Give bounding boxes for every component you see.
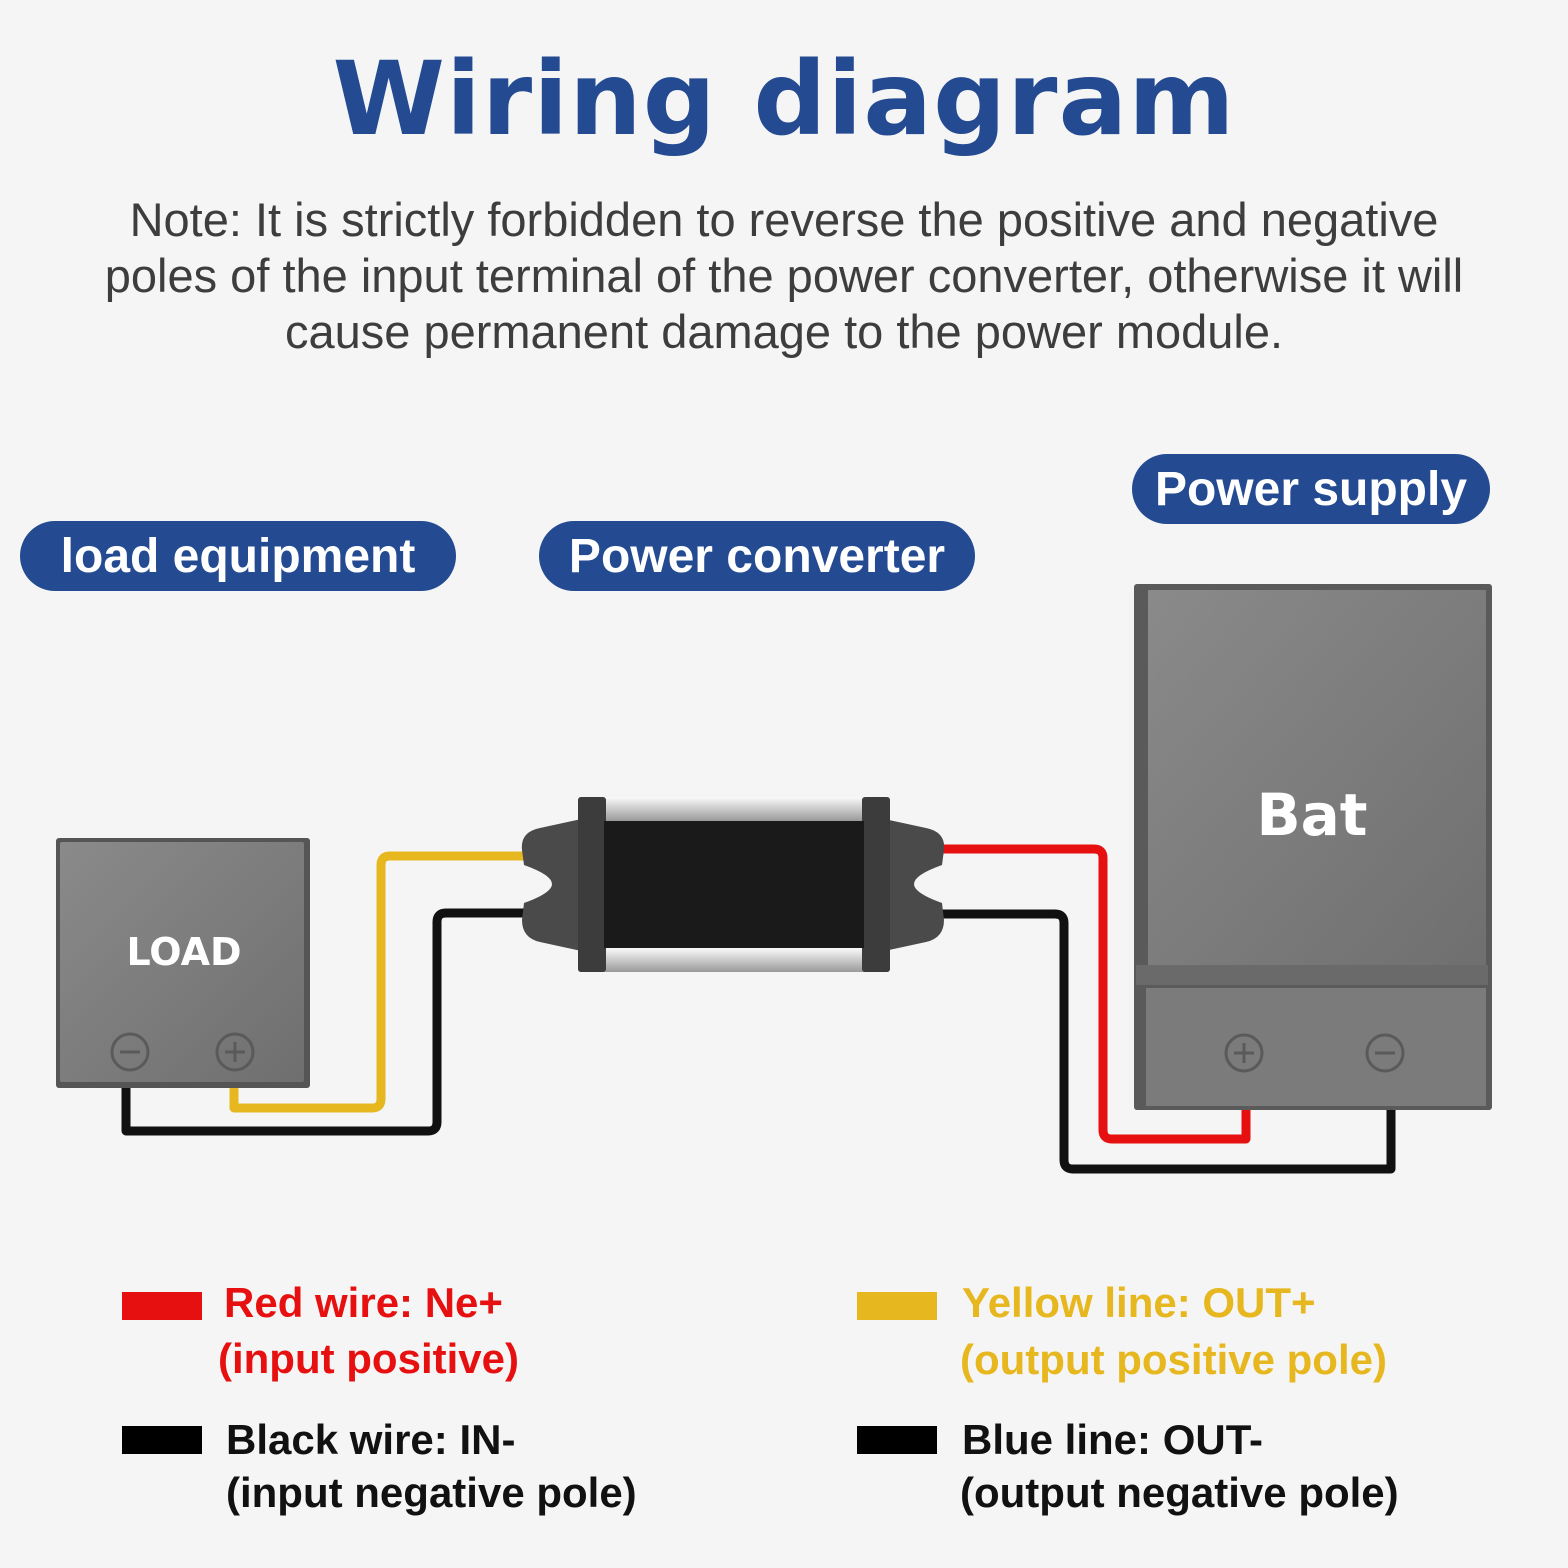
battery-label: Bat <box>1256 781 1367 849</box>
label-power-supply: Power supply <box>1132 454 1490 524</box>
label-power-converter-text: Power converter <box>568 529 946 583</box>
legend-blue-line2: (output negative pole) <box>960 1469 1399 1516</box>
legend-blue-swatch <box>857 1426 937 1454</box>
legend-black-line2: (input negative pole) <box>226 1469 637 1516</box>
black-wire-input <box>121 908 528 1136</box>
battery-device: Bat <box>1134 584 1492 1110</box>
label-load-equipment-text: load equipment <box>60 529 416 583</box>
load-device: LOAD <box>56 838 310 1088</box>
battery-minus-terminal-icon <box>1365 1033 1405 1073</box>
label-power-supply-text: Power supply <box>1154 462 1468 516</box>
legend-black-swatch <box>122 1426 202 1454</box>
legend-red-swatch <box>122 1292 202 1320</box>
label-power-converter: Power converter <box>539 521 975 591</box>
power-converter-device <box>521 797 945 972</box>
red-wire <box>940 844 1251 1144</box>
label-load-equipment: load equipment <box>20 521 456 591</box>
battery-plus-terminal-icon <box>1224 1033 1264 1073</box>
page-title: Wiring diagram <box>332 40 1236 159</box>
load-minus-terminal-icon <box>110 1032 150 1072</box>
yellow-wire <box>229 851 528 1113</box>
warning-note: Note: It is strictly forbidden to revers… <box>104 193 1464 358</box>
load-plus-terminal-icon <box>215 1032 255 1072</box>
legend-yellow-swatch <box>857 1292 937 1320</box>
legend-red-line2: (input positive) <box>218 1335 519 1382</box>
legend-yellow-line2: (output positive pole) <box>960 1336 1387 1383</box>
legend-red-line1: Red wire: Ne+ <box>224 1279 503 1326</box>
legend-blue-line1: Blue line: OUT- <box>962 1416 1264 1463</box>
black-wire-output <box>940 909 1396 1174</box>
legend-yellow-line1: Yellow line: OUT+ <box>962 1279 1316 1326</box>
legend-black-line1: Black wire: IN- <box>226 1416 516 1463</box>
load-device-label: LOAD <box>126 930 241 974</box>
